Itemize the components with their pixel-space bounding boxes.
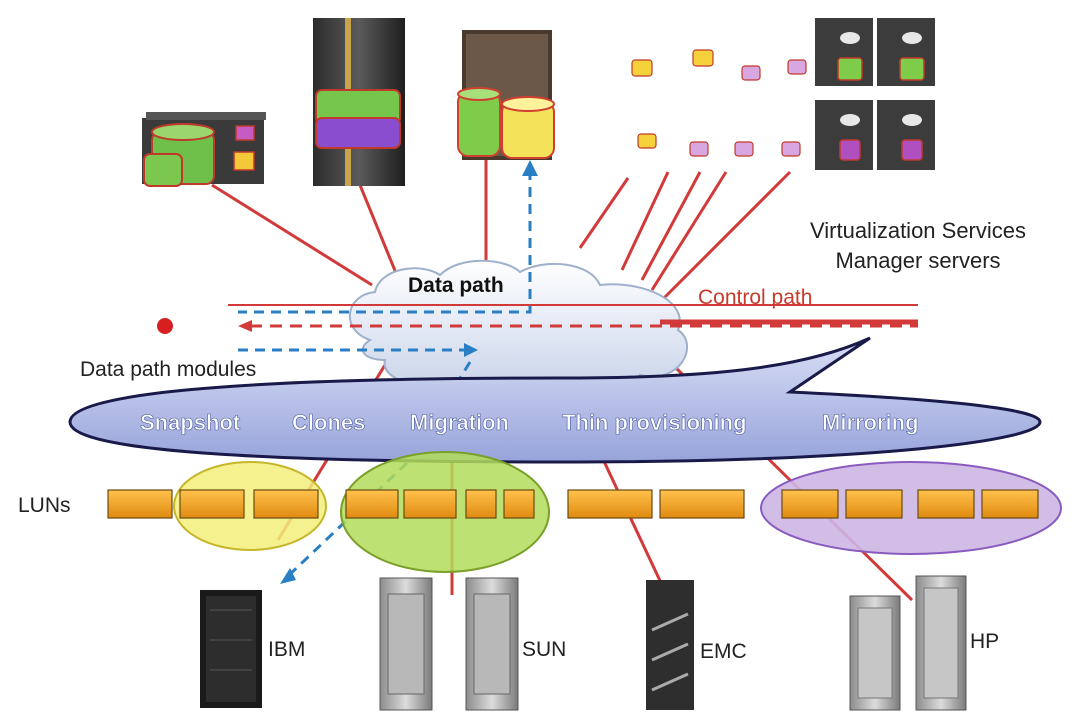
lun-group-purple [760,461,1062,555]
storage-array-3 [457,30,555,160]
virtualization-label-line2: Manager servers [835,248,1000,273]
services-ellipse [68,336,1042,464]
emc-storage [646,580,694,710]
lun-box [465,489,497,519]
lun-box [659,489,745,519]
luns-label: LUNs [18,494,71,517]
control-path-label: Control path [698,286,812,309]
storage-array-1 [142,112,266,187]
service-migration: Migration [410,410,509,435]
vendor-sun: SUN [522,638,566,661]
lun-boxes [107,489,1039,519]
lun-box [403,489,457,519]
lun-box [845,489,903,519]
lun-box [503,489,535,519]
data-path-arrowheads [280,160,538,584]
manager-servers [815,18,935,170]
lun-box [981,489,1039,519]
ibm-storage [200,590,262,708]
vendor-hp: HP [970,630,999,653]
sun-storage [379,577,519,711]
data-path-module-marker [157,318,173,334]
lun-box [917,489,975,519]
service-mirroring: Mirroring [822,410,919,435]
lun-box [345,489,399,519]
lun-box [781,489,839,519]
lun-box [107,489,173,519]
data-path-modules-label: Data path modules [80,358,256,381]
lun-box [567,489,653,519]
hp-storage [849,575,967,711]
service-snapshot: Snapshot [140,410,241,435]
small-disk-icons [631,49,807,157]
control-path-line [228,304,918,332]
service-clones: Clones [292,410,365,435]
vendor-emc: EMC [700,640,747,663]
storage-array-2 [313,18,405,186]
lun-box [179,489,245,519]
lun-group-yellow [173,461,327,551]
service-thin-provisioning: Thin provisioning [562,410,747,435]
vendor-ibm: IBM [268,638,305,661]
data-path-label: Data path [408,274,504,297]
lun-box [253,489,319,519]
virtualization-label-line1: Virtualization Services [810,218,1026,243]
